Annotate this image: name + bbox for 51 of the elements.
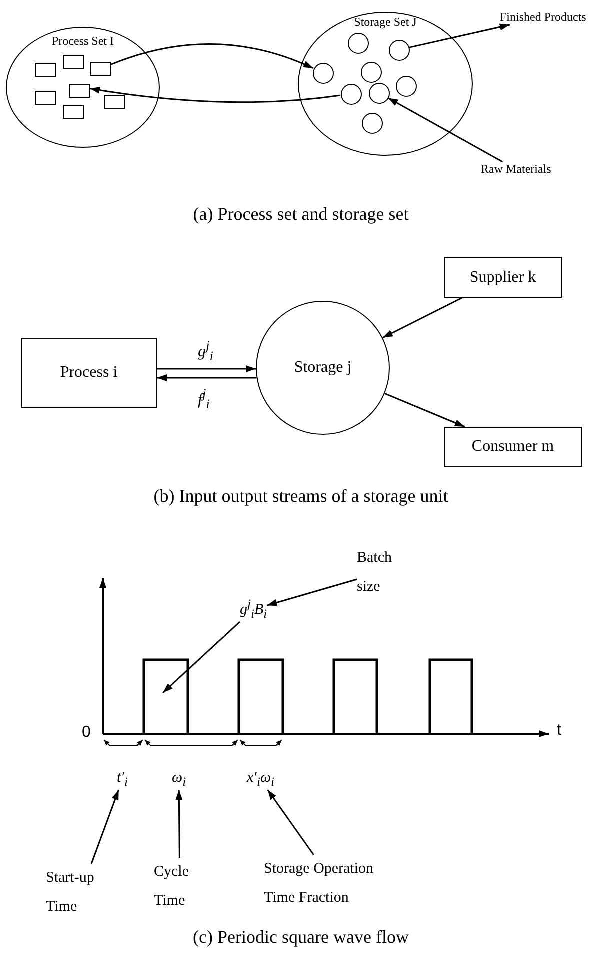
- axis-label: t: [557, 722, 562, 740]
- storage-circle: [360, 62, 382, 82]
- storage-circle: [368, 82, 390, 104]
- arrow: [176, 790, 183, 858]
- math-label: t′$_{i}$: [117, 770, 128, 790]
- arrow: [90, 790, 120, 864]
- arrow: [384, 393, 466, 428]
- curved-arrow: [110, 44, 314, 70]
- process-box: [35, 91, 56, 105]
- process-box: [63, 55, 84, 69]
- storage-circle: [396, 76, 416, 96]
- math-label: x′$_{i}$ω$_{i}$: [247, 770, 275, 790]
- arrow: [157, 366, 256, 372]
- process-box: Process i: [21, 338, 157, 408]
- set-ellipse: [6, 27, 160, 148]
- process-box: [104, 95, 125, 109]
- arrow: [162, 621, 240, 694]
- process-box: [90, 62, 111, 76]
- figure-caption: (a) Process set and storage set: [192, 204, 410, 225]
- annotation-text: Cycle Time: [154, 858, 206, 915]
- consumer-box: Consumer m: [444, 427, 582, 467]
- annotation-text: Batch size: [357, 544, 405, 601]
- product-label: Finished Products: [500, 10, 586, 25]
- math-label: ω$_{i}$: [172, 770, 186, 790]
- storage-circle: Storage j: [256, 301, 390, 435]
- arrow: [382, 297, 463, 339]
- process-box: [63, 105, 84, 119]
- arrow: [388, 97, 504, 163]
- arrow: [267, 790, 314, 856]
- material-label: Raw Materials: [481, 162, 552, 177]
- storage-circle: [388, 40, 410, 60]
- storage-circle: [340, 84, 362, 104]
- axis-label: 0: [82, 724, 91, 742]
- set-title: Process Set I: [51, 34, 115, 49]
- figure-caption: (c) Periodic square wave flow: [192, 927, 410, 948]
- process-box: [69, 84, 90, 98]
- arrow: [266, 578, 358, 606]
- set-title: Storage Set J: [353, 15, 418, 30]
- annotation-text: Storage Operation Time Fraction: [264, 855, 404, 912]
- set-ellipse: [298, 12, 473, 156]
- arrow: [157, 374, 257, 382]
- curved-arrow: [90, 86, 341, 104]
- figure-caption: (b) Input output streams of a storage unit: [152, 486, 450, 507]
- annotation-text: Start-up Time: [46, 864, 116, 921]
- storage-circle: [362, 112, 382, 134]
- supplier-box: Supplier k: [444, 257, 562, 298]
- math-label: g$^{j}$$_{i}$B$_{i}$: [240, 597, 268, 622]
- process-box: [35, 63, 56, 77]
- arrow: [409, 24, 510, 48]
- storage-circle: [312, 62, 334, 84]
- storage-circle: [348, 32, 368, 54]
